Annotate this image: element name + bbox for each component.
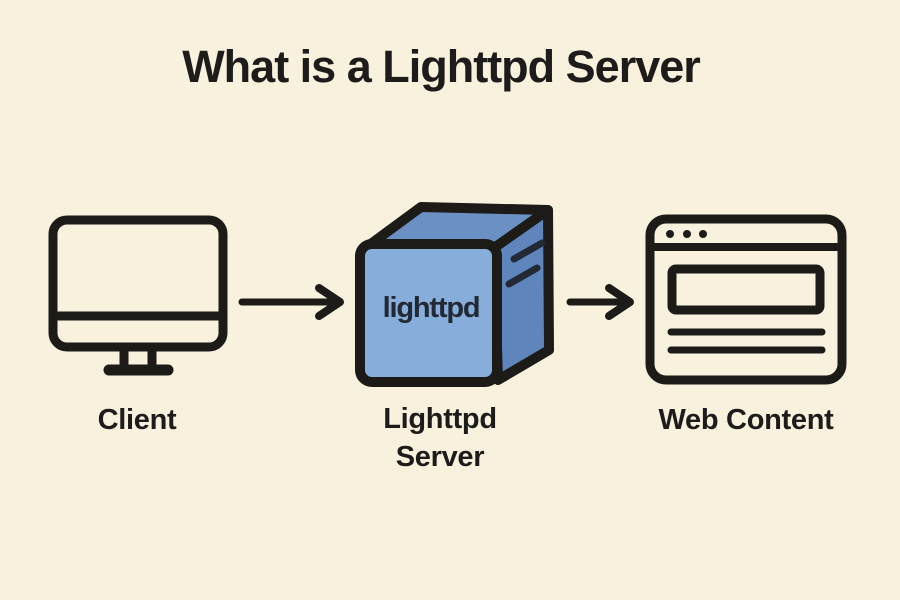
cube-brand-label: lighttpd	[383, 292, 480, 324]
browser-frame	[645, 214, 847, 385]
server-label-line1: Lighttpd	[383, 403, 497, 435]
window-dot-1	[666, 230, 674, 238]
server-node: lighttpd Lighttpd Server	[355, 202, 554, 473]
server-label-line2: Server	[396, 441, 485, 473]
cube-front-face	[355, 239, 502, 387]
server-cube-icon: lighttpd	[355, 202, 554, 387]
speed-mark-bottom	[505, 264, 541, 288]
window-dot-3	[699, 230, 707, 238]
arrow-client-to-server	[238, 284, 344, 320]
monitor-screen	[48, 215, 228, 352]
web-content-label: Web Content	[659, 404, 835, 436]
arrow-head	[315, 284, 344, 320]
speed-mark-top	[510, 239, 546, 263]
browser-window-icon	[645, 214, 847, 385]
desktop-monitor-icon	[48, 215, 228, 376]
content-banner-box	[667, 264, 825, 315]
client-node: Client	[48, 215, 228, 436]
web-content-node: Web Content	[645, 214, 847, 436]
arrow-server-to-webcontent	[566, 284, 634, 320]
page-title: What is a Lighttpd Server	[182, 41, 700, 92]
window-dot-2	[683, 230, 691, 238]
client-label: Client	[98, 404, 177, 436]
arrow-head	[605, 284, 634, 320]
